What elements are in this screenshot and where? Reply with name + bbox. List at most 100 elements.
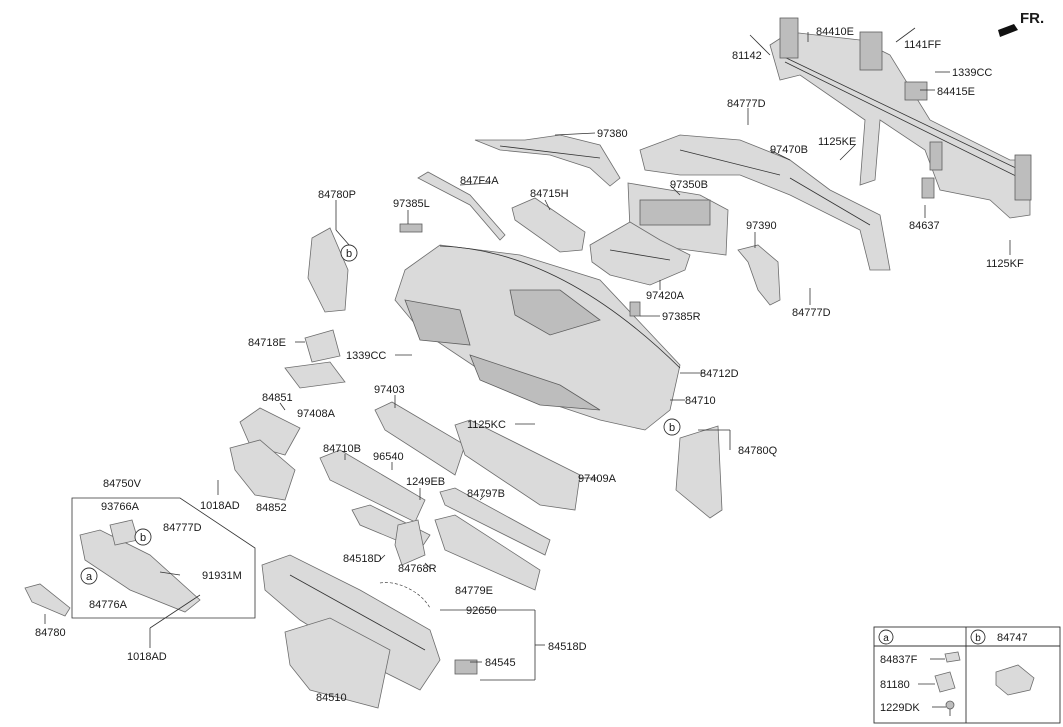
side-duct-97470B	[639, 134, 891, 271]
label-84518D-left: 84518D	[343, 553, 382, 565]
legend-marker-b-text: b	[975, 633, 981, 644]
label-84779E: 84779E	[455, 585, 493, 597]
label-1339CC-mid: 1339CC	[346, 350, 386, 362]
callout-b-right: b	[663, 418, 681, 436]
legend-part-1229DK	[945, 700, 955, 710]
label-1018AD-mid: 1018AD	[200, 500, 240, 512]
panel-84852	[229, 439, 296, 501]
label-84768R: 84768R	[398, 563, 437, 575]
label-84518D-right: 84518D	[548, 641, 587, 653]
bracket-97403	[374, 401, 466, 476]
part-labels: 84410E 81142 1141FF 1339CC 84415E 84777D…	[35, 26, 1024, 704]
part-93766A	[109, 519, 139, 546]
defroster-duct-97380	[474, 134, 621, 187]
legend-a-item-1: 84837F	[880, 654, 918, 666]
legend-part-81180	[934, 671, 956, 693]
label-84710B: 84710B	[323, 443, 361, 455]
label-81142: 81142	[732, 50, 762, 62]
label-84510: 84510	[316, 692, 347, 704]
legend-a-item-3: 1229DK	[880, 702, 920, 714]
legend-a-item-2: 81180	[880, 679, 910, 691]
legend-marker-a-text: a	[883, 633, 889, 644]
label-84780P: 84780P	[318, 189, 356, 201]
duct-97390	[737, 244, 781, 306]
panel-84780	[24, 583, 71, 617]
legend-part-84747	[995, 664, 1035, 696]
label-1141FF: 1141FF	[904, 39, 941, 51]
label-84852: 84852	[256, 502, 287, 514]
label-97409A: 97409A	[578, 473, 617, 485]
lower-crash-pad-84750V	[79, 529, 201, 613]
panel-97409A	[454, 419, 581, 511]
label-96540: 96540	[373, 451, 404, 463]
garnish-84710B	[319, 449, 426, 523]
callout-b-upper-left: b	[340, 244, 358, 262]
bracket-97385L	[399, 223, 423, 233]
side-cover-84780P	[307, 227, 349, 313]
label-97420A: 97420A	[646, 290, 685, 302]
label-97350B: 97350B	[670, 179, 708, 191]
speaker-grille-84715H	[511, 197, 586, 253]
label-97390: 97390	[746, 220, 777, 232]
label-97408A: 97408A	[297, 408, 336, 420]
label-1125KE: 1125KE	[818, 136, 856, 148]
label-84777D-low: 84777D	[163, 522, 202, 534]
callout-b-lower-left: b	[134, 528, 152, 546]
label-1125KF: 1125KF	[986, 258, 1024, 270]
label-1018AD-low: 1018AD	[127, 651, 167, 663]
trim-84797B	[439, 487, 551, 556]
label-92650: 92650	[466, 605, 497, 617]
legend-b-part: 84747	[997, 632, 1028, 644]
leader-lines	[44, 27, 1011, 681]
assembly-box-84750V	[71, 497, 256, 619]
label-84715H: 84715H	[530, 188, 569, 200]
label-1339CC-top: 1339CC	[952, 67, 992, 79]
vent-97408A	[284, 361, 346, 389]
svg-text:b: b	[669, 422, 675, 434]
label-84637: 84637	[909, 220, 940, 232]
panel-84718E	[304, 329, 341, 363]
label-84410E: 84410E	[816, 26, 854, 38]
svg-text:a: a	[86, 571, 93, 583]
label-97385L: 97385L	[393, 198, 430, 210]
label-91931M: 91931M	[202, 570, 242, 582]
label-97470B: 97470B	[770, 144, 808, 156]
label-93766A: 93766A	[101, 501, 140, 513]
lower-panel-84518D	[261, 554, 441, 691]
label-97403: 97403	[374, 384, 405, 396]
label-84776A: 84776A	[89, 599, 128, 611]
label-84718E: 84718E	[248, 337, 286, 349]
callout-a-lower-left: a	[80, 567, 98, 585]
svg-text:b: b	[140, 532, 146, 544]
label-84750V: 84750V	[103, 478, 142, 490]
part-84545	[454, 659, 478, 675]
glove-box-84510	[284, 617, 391, 709]
label-84797B: 84797B	[467, 488, 505, 500]
legend-part-84837F	[944, 651, 961, 663]
label-847F4A: 847F4A	[460, 175, 499, 187]
label-84545: 84545	[485, 657, 516, 669]
label-84710: 84710	[685, 395, 716, 407]
label-84415E: 84415E	[937, 86, 975, 98]
label-84712D: 84712D	[700, 368, 739, 380]
cowl-crossbar-84410E	[769, 17, 1032, 219]
pad-molding-847F4A	[417, 171, 506, 241]
label-1249EB: 1249EB	[406, 476, 445, 488]
harness-92650	[379, 582, 431, 609]
side-cover-84780Q	[675, 425, 723, 519]
vent-duct-97420A	[589, 221, 691, 286]
legend-marker-a	[878, 629, 894, 645]
front-direction-label: FR.	[1020, 10, 1044, 27]
legend-marker-b	[970, 629, 986, 645]
svg-text:b: b	[346, 248, 352, 260]
tray-84779E	[434, 514, 541, 591]
label-84777D-top: 84777D	[727, 98, 766, 110]
label-84780: 84780	[35, 627, 66, 639]
label-84777D-mid: 84777D	[792, 307, 831, 319]
crash-pad-84710	[394, 244, 681, 431]
label-1125KC: 1125KC	[467, 419, 506, 431]
trim-84768R	[394, 519, 426, 566]
label-97380: 97380	[597, 128, 628, 140]
label-84780Q: 84780Q	[738, 445, 778, 457]
